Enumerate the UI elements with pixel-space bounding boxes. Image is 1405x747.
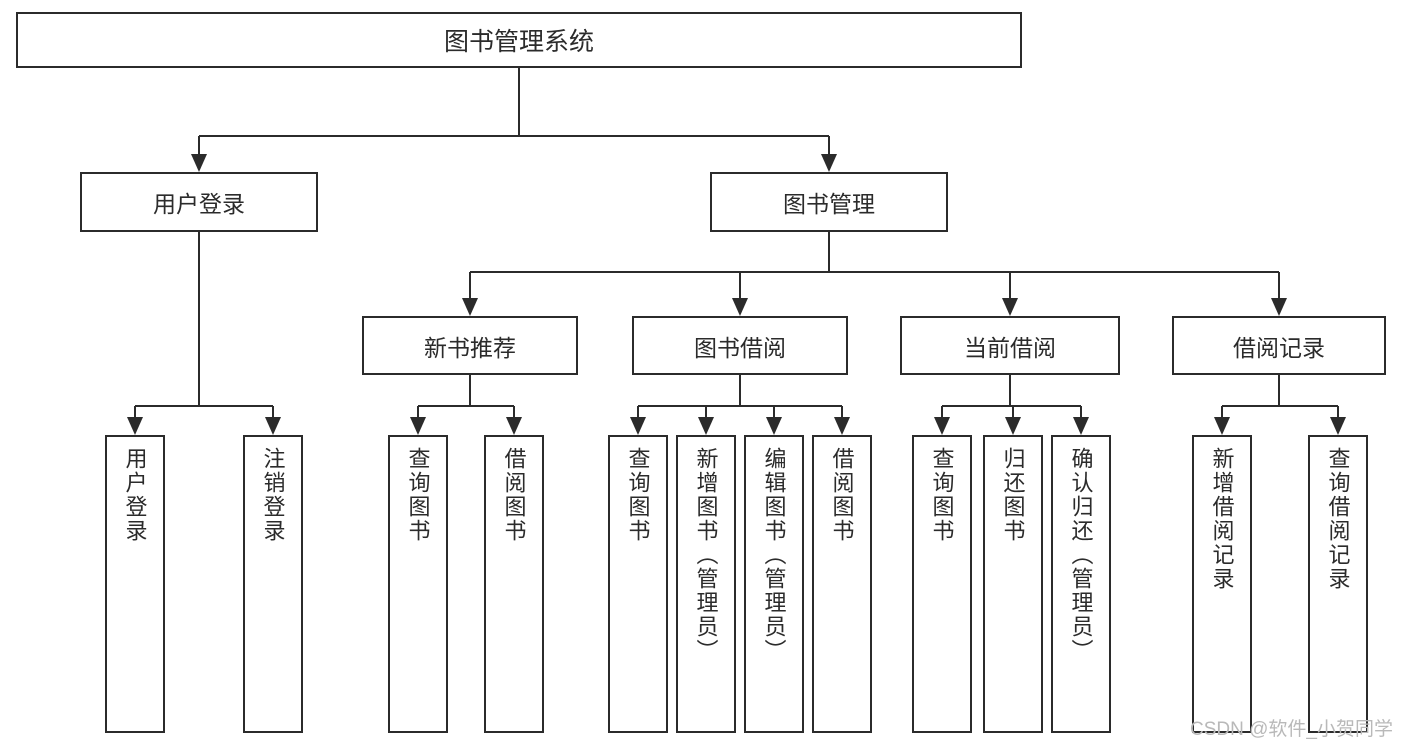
connector-0-stem (198, 232, 200, 406)
connector-3-to-leaf-1 (1012, 406, 1014, 417)
arrowhead-leaf-2-3 (834, 417, 850, 435)
node-leaf-8-label: 查询图书 (929, 447, 955, 543)
node-level3-1-label: 图书借阅 (694, 334, 786, 361)
arrowhead-level3-3 (1271, 298, 1287, 316)
connector-4-stem (1278, 375, 1280, 406)
connector-1-bus (418, 405, 514, 407)
node-leaf-7-label: 借阅图书 (829, 447, 855, 543)
connector-2-to-leaf-0 (637, 406, 639, 417)
node-level2-1[interactable]: 图书管理 (710, 172, 948, 232)
arrowhead-level3-2 (1002, 298, 1018, 316)
connector-0-bus (135, 405, 273, 407)
node-leaf-2[interactable]: 查询图书 (388, 435, 448, 733)
arrowhead-leaf-3-0 (934, 417, 950, 435)
node-leaf-12[interactable]: 查询借阅记录 (1308, 435, 1368, 733)
arrowhead-leaf-2-1 (698, 417, 714, 435)
connector-root-to-level2-1 (828, 136, 830, 154)
node-leaf-5-label: 新增图书（管理员） (693, 447, 719, 663)
node-leaf-0-label: 用户登录 (122, 447, 148, 543)
connector-0-to-leaf-0 (134, 406, 136, 417)
arrowhead-leaf-3-2 (1073, 417, 1089, 435)
connector-mgmt-bus (470, 271, 1279, 273)
arrowhead-level3-0 (462, 298, 478, 316)
arrowhead-leaf-0-0 (127, 417, 143, 435)
node-leaf-6-label: 编辑图书（管理员） (761, 447, 787, 663)
node-level3-2-label: 当前借阅 (964, 334, 1056, 361)
connector-mgmt-to-level3-2 (1009, 272, 1011, 298)
node-level3-0[interactable]: 新书推荐 (362, 316, 578, 375)
connector-2-stem (739, 375, 741, 406)
arrowhead-leaf-2-2 (766, 417, 782, 435)
connector-3-to-leaf-0 (941, 406, 943, 417)
connector-2-to-leaf-3 (841, 406, 843, 417)
connector-mgmt-to-level3-0 (469, 272, 471, 298)
connector-4-bus (1222, 405, 1338, 407)
connector-root-bus (199, 135, 829, 137)
node-leaf-9-label: 归还图书 (1000, 447, 1026, 543)
arrowhead-leaf-1-0 (410, 417, 426, 435)
node-leaf-2-label: 查询图书 (405, 447, 431, 543)
arrowhead-level3-1 (732, 298, 748, 316)
node-leaf-1-label: 注销登录 (260, 447, 286, 543)
node-level3-3-label: 借阅记录 (1233, 334, 1325, 361)
arrowhead-leaf-2-0 (630, 417, 646, 435)
node-leaf-7[interactable]: 借阅图书 (812, 435, 872, 733)
arrowhead-leaf-4-1 (1330, 417, 1346, 435)
watermark: CSDN @软件_小贺同学 (1190, 719, 1393, 740)
connector-mgmt-to-level3-1 (739, 272, 741, 298)
node-level3-0-label: 新书推荐 (424, 334, 516, 361)
node-level2-1-label: 图书管理 (783, 191, 875, 217)
node-leaf-9[interactable]: 归还图书 (983, 435, 1043, 733)
node-leaf-0[interactable]: 用户登录 (105, 435, 165, 733)
node-leaf-10[interactable]: 确认归还（管理员） (1051, 435, 1111, 733)
node-leaf-5[interactable]: 新增图书（管理员） (676, 435, 736, 733)
connector-mgmt-to-level3-3 (1278, 272, 1280, 298)
node-level3-3[interactable]: 借阅记录 (1172, 316, 1386, 375)
connector-4-to-leaf-1 (1337, 406, 1339, 417)
node-leaf-11-label: 新增借阅记录 (1209, 447, 1235, 591)
connector-2-to-leaf-1 (705, 406, 707, 417)
node-level2-0[interactable]: 用户登录 (80, 172, 318, 232)
arrowhead-level2-0 (191, 154, 207, 172)
connector-3-to-leaf-2 (1080, 406, 1082, 417)
arrowhead-level2-1 (821, 154, 837, 172)
arrowhead-leaf-0-1 (265, 417, 281, 435)
node-leaf-1[interactable]: 注销登录 (243, 435, 303, 733)
connector-1-stem (469, 375, 471, 406)
connector-2-to-leaf-2 (773, 406, 775, 417)
arrowhead-leaf-3-1 (1005, 417, 1021, 435)
node-root[interactable]: 图书管理系统 (16, 12, 1022, 68)
node-leaf-3[interactable]: 借阅图书 (484, 435, 544, 733)
connector-mgmt-stem (828, 232, 830, 272)
node-leaf-12-label: 查询借阅记录 (1325, 447, 1351, 591)
node-leaf-4-label: 查询图书 (625, 447, 651, 543)
node-root-label: 图书管理系统 (443, 28, 594, 56)
connector-0-to-leaf-1 (272, 406, 274, 417)
connector-1-to-leaf-1 (513, 406, 515, 417)
arrowhead-leaf-4-0 (1214, 417, 1230, 435)
connector-3-stem (1009, 375, 1011, 406)
connector-4-to-leaf-0 (1221, 406, 1223, 417)
node-leaf-3-label: 借阅图书 (501, 447, 527, 543)
node-level3-1[interactable]: 图书借阅 (632, 316, 848, 375)
node-leaf-6[interactable]: 编辑图书（管理员） (744, 435, 804, 733)
connector-3-bus (942, 405, 1081, 407)
node-level3-2[interactable]: 当前借阅 (900, 316, 1120, 375)
connector-root-stem (518, 68, 520, 136)
connector-root-to-level2-0 (198, 136, 200, 154)
node-leaf-4[interactable]: 查询图书 (608, 435, 668, 733)
connector-1-to-leaf-0 (417, 406, 419, 417)
node-leaf-8[interactable]: 查询图书 (912, 435, 972, 733)
node-leaf-10-label: 确认归还（管理员） (1068, 447, 1094, 663)
connector-2-bus (638, 405, 842, 407)
arrowhead-leaf-1-1 (506, 417, 522, 435)
node-level2-0-label: 用户登录 (153, 191, 245, 217)
node-leaf-11[interactable]: 新增借阅记录 (1192, 435, 1252, 733)
